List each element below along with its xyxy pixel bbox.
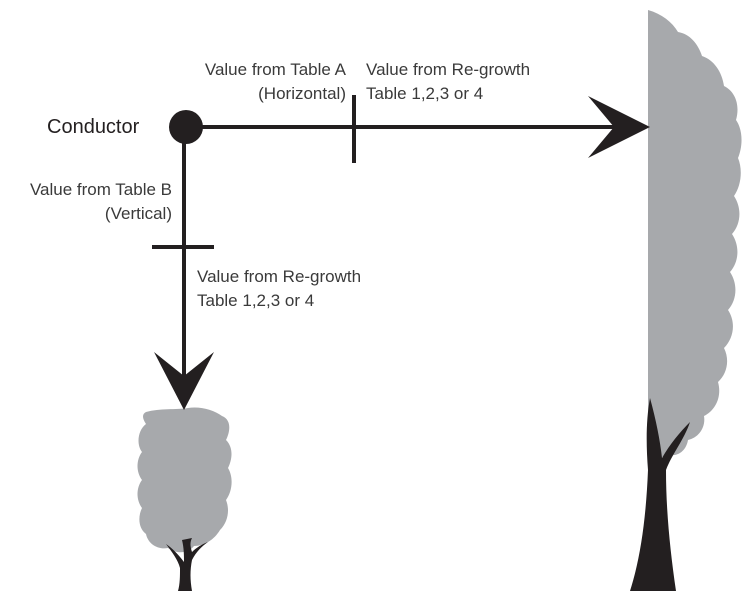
regrowth-vertical-line1: Value from Re-growth	[197, 267, 362, 286]
table-b-line1: Value from Table B	[29, 180, 172, 199]
large-tree-icon	[630, 10, 742, 591]
regrowth-horizontal-line1: Value from Re-growth	[366, 60, 531, 79]
regrowth-horizontal-line2: Table 1,2,3 or 4	[366, 84, 484, 103]
small-tree-trunk	[166, 538, 208, 591]
table-a-line2: (Horizontal)	[258, 84, 346, 103]
small-tree-foliage	[137, 407, 232, 553]
conductor-label: Conductor	[47, 116, 140, 138]
table-b-line2: (Vertical)	[104, 204, 172, 223]
regrowth-vertical-label: Value from Re-growth Table 1,2,3 or 4	[197, 265, 361, 313]
table-b-label: Value from Table B (Vertical)	[0, 178, 172, 226]
table-a-line1: Value from Table A	[204, 60, 346, 79]
regrowth-vertical-line2: Table 1,2,3 or 4	[197, 291, 315, 310]
large-tree-trunk	[630, 398, 690, 591]
table-a-label: Value from Table A (Horizontal)	[170, 58, 346, 106]
horizontal-arrowhead-icon	[588, 96, 650, 158]
small-tree-icon	[137, 407, 232, 591]
large-tree-foliage	[648, 10, 742, 461]
vertical-arrowhead-icon	[154, 352, 214, 410]
conductor-dot-icon	[169, 110, 203, 144]
regrowth-horizontal-label: Value from Re-growth Table 1,2,3 or 4	[366, 58, 530, 106]
